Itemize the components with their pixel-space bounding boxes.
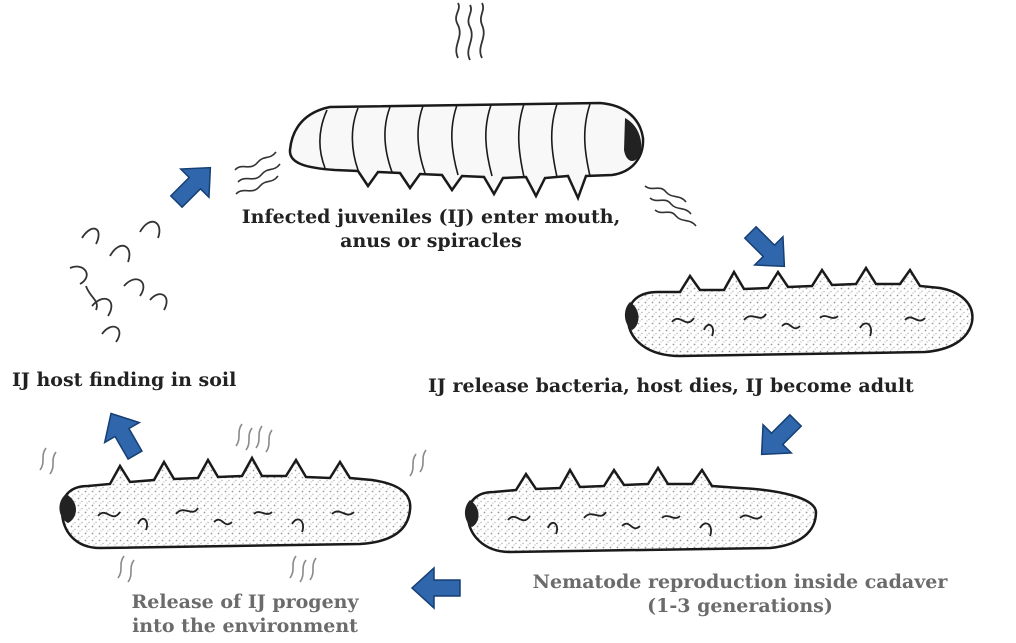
step-label-progeny-release-line-2: into the environment [90, 614, 400, 638]
step-label-reproduction: Nematode reproduction inside cadaver (1-… [475, 570, 1005, 618]
step-label-progeny-release: Release of IJ progeny into the environme… [90, 590, 400, 638]
step-label-reproduction-line-1: Nematode reproduction inside cadaver [475, 570, 1005, 594]
step-label-progeny-release-line-1: Release of IJ progeny [90, 590, 400, 614]
cycle-arrow-to-infected [736, 218, 798, 280]
step-label-bacteria-release: IJ release bacteria, host dies, IJ becom… [428, 374, 914, 398]
nematode-wisps-top [456, 3, 484, 60]
step-label-infection-line-1: Infected juveniles (IJ) enter mouth, [196, 205, 666, 229]
step-label-infection: Infected juveniles (IJ) enter mouth, anu… [196, 205, 666, 253]
step-label-reproduction-line-2: (1-3 generations) [475, 594, 1005, 618]
cycle-arrow-to-soil [94, 403, 153, 465]
cycle-arrow-to-cadaver [747, 406, 809, 468]
step-label-soil-search: IJ host finding in soil [12, 368, 236, 392]
releasing-larva [59, 458, 410, 548]
cycle-arrow-to-release [412, 568, 460, 608]
infected-larva [625, 268, 973, 356]
step-label-infection-line-2: anus or spiracles [196, 229, 666, 253]
cadaver-larva [465, 468, 816, 552]
step-label-bacteria-release-line-1: IJ release bacteria, host dies, IJ becom… [428, 374, 914, 398]
step-label-soil-search-line-1: IJ host finding in soil [12, 368, 236, 392]
soil-nematodes [70, 222, 167, 342]
healthy-larva [290, 103, 643, 198]
